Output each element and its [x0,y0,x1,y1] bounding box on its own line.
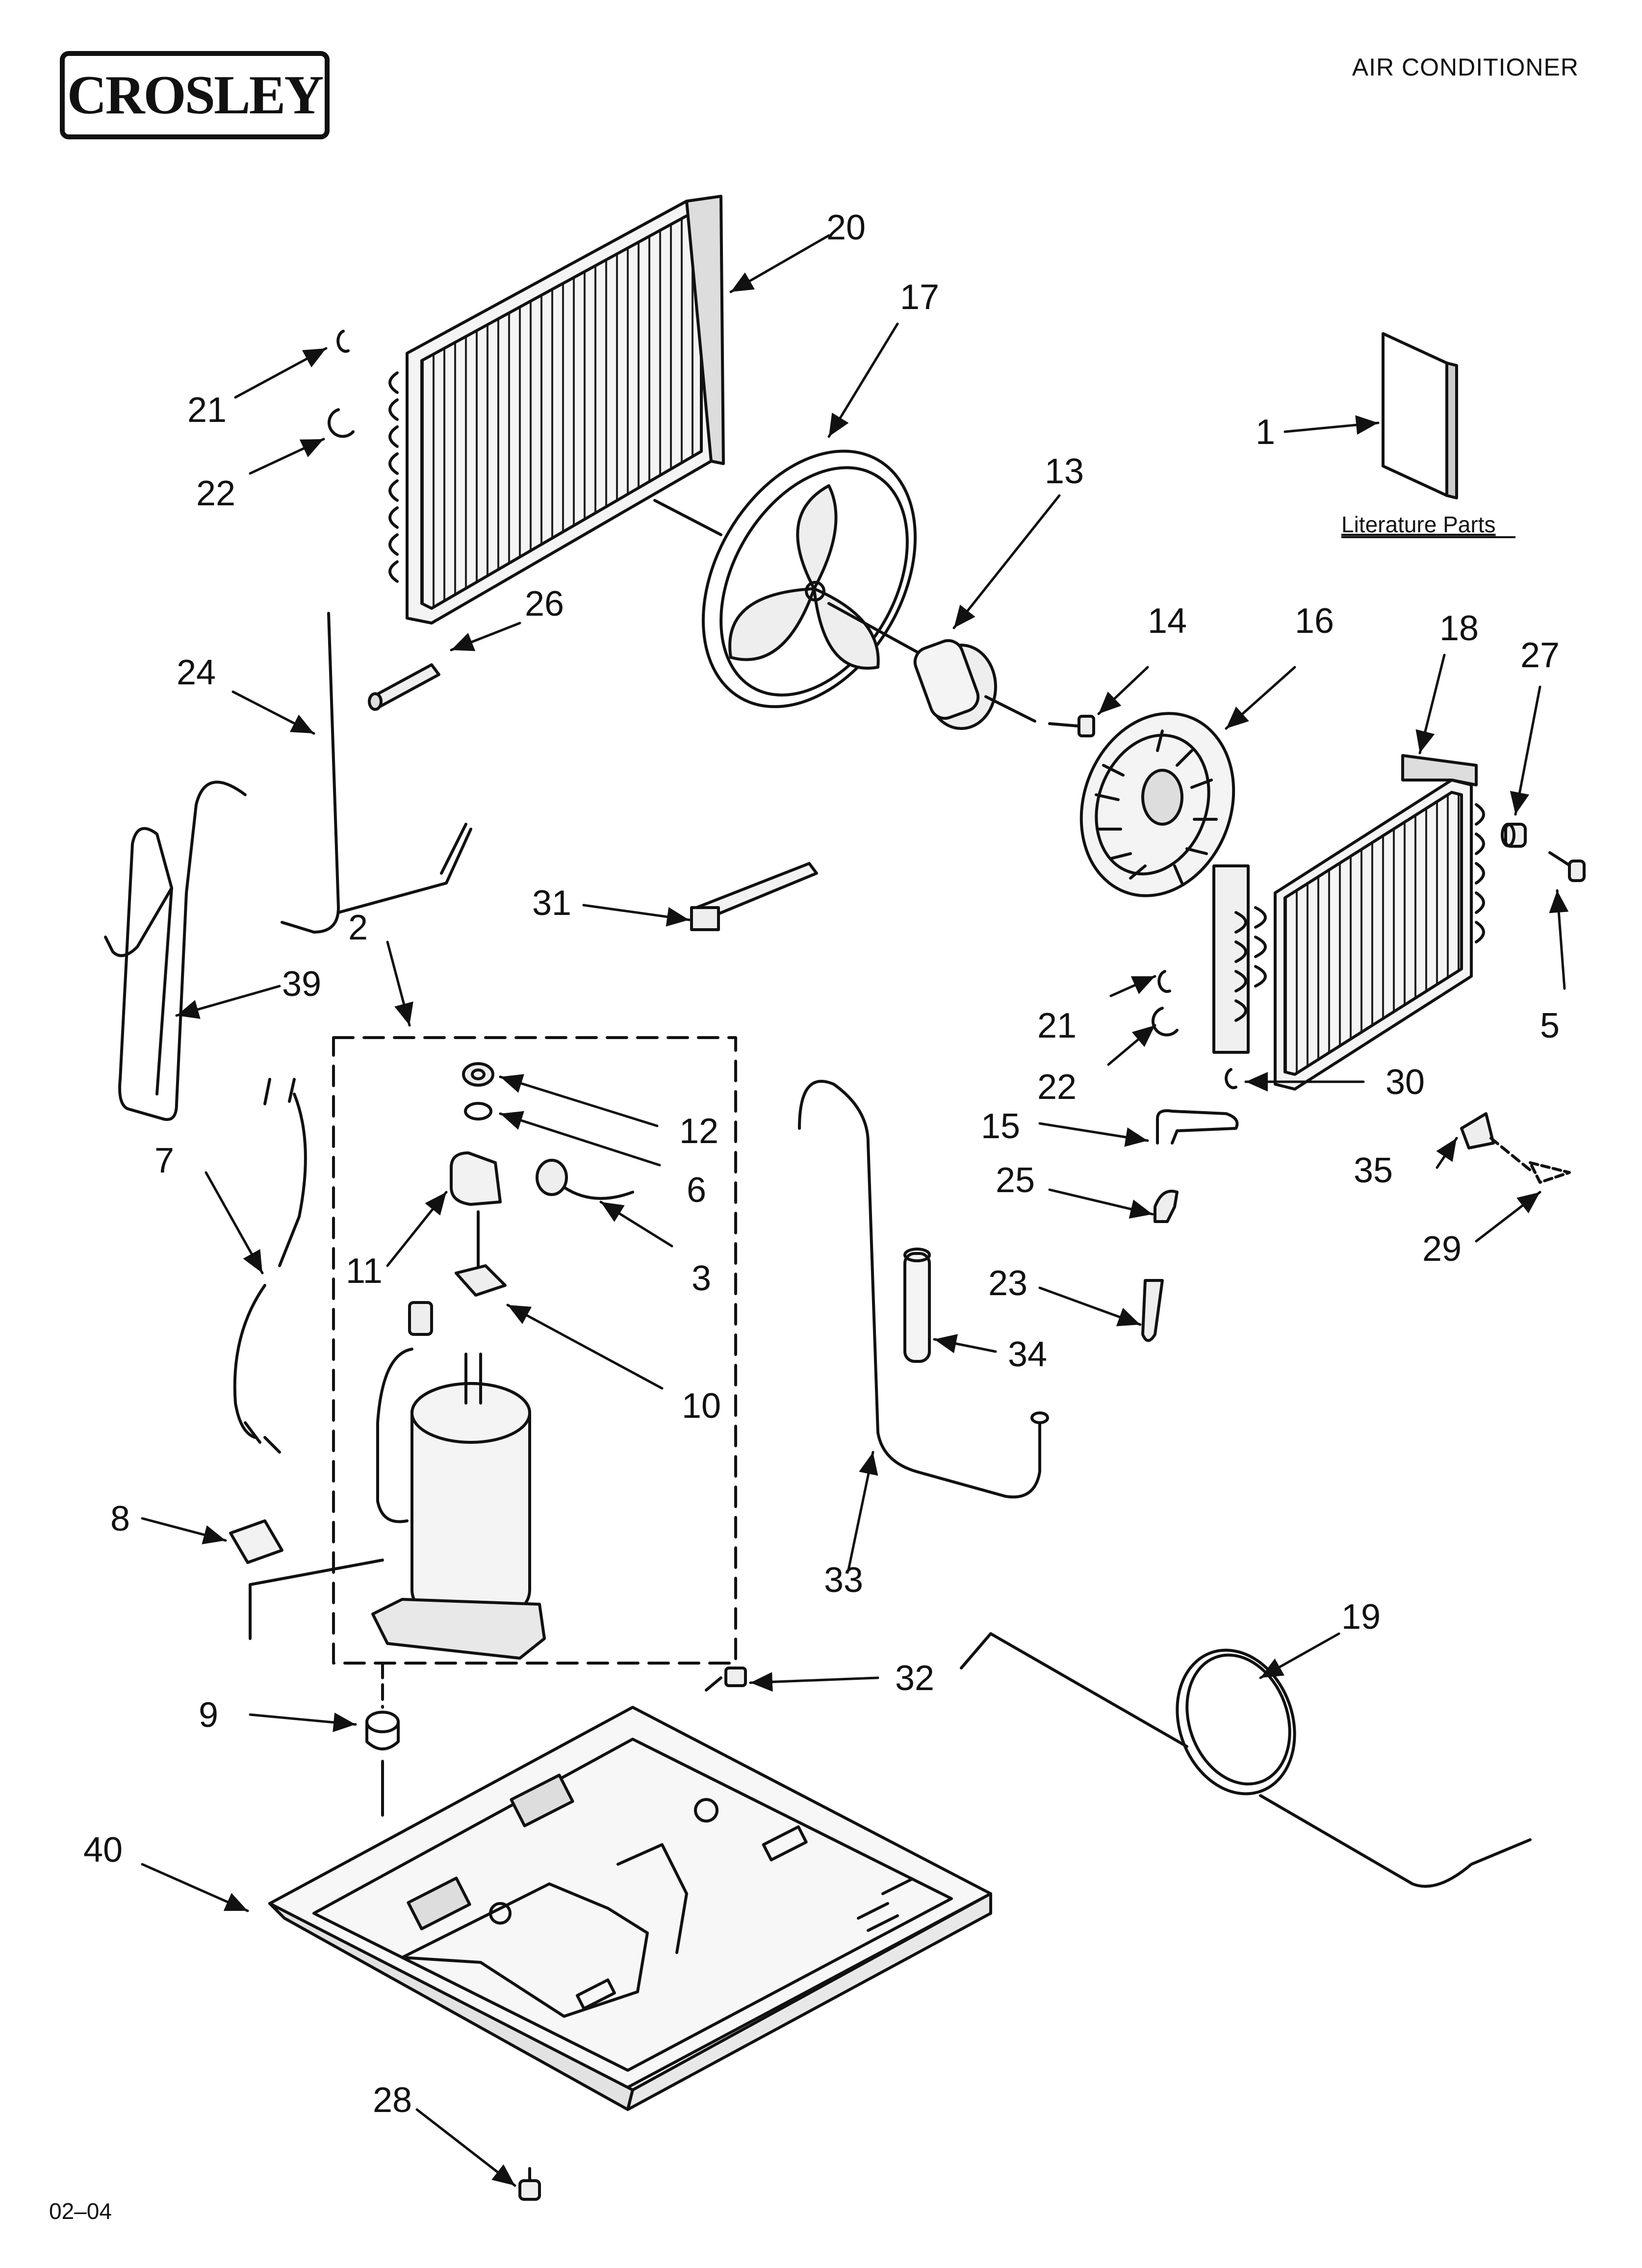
callout-26: 26 [525,584,564,624]
callout-34: 34 [1008,1335,1047,1374]
callout-23: 23 [988,1264,1027,1303]
callout-labels: 20 17 21 22 1 13 14 16 18 27 5 24 26 31 … [83,208,1560,2120]
wire-harness [233,1078,307,1454]
fitting-25 [1154,1190,1179,1223]
callout-15: 15 [981,1107,1020,1146]
page-title: AIR CONDITIONER [1352,53,1579,81]
callout-22-lower: 22 [1037,1068,1077,1107]
condenser-return-bends [388,371,399,583]
screw-32 [705,1667,747,1692]
callout-27: 27 [1520,636,1560,675]
callout-19: 19 [1341,1597,1381,1637]
callout-11: 11 [346,1251,383,1291]
clip-21-upper [336,330,350,353]
compressor-assembly-box [332,1036,737,1665]
screw-28 [518,2167,541,2201]
fitting-23 [1141,1279,1164,1342]
screw-5 [1548,851,1586,882]
callout-10: 10 [682,1386,721,1426]
callout-33: 33 [824,1561,863,1600]
base-pan [268,1706,992,2111]
compressor-washer [464,1102,492,1121]
callout-35: 35 [1354,1151,1393,1190]
clip-22-lower [1151,1007,1179,1037]
callout-18: 18 [1439,609,1479,648]
brand-logo: CROSLEY [60,51,330,139]
footer-code: 02–04 [49,2198,112,2224]
callout-21-upper: 21 [187,391,227,430]
insulation-tube [903,1248,931,1363]
clip-22-upper [327,408,355,438]
fan-motor [827,602,1036,730]
callout-14: 14 [1148,601,1187,641]
capillary-tube [960,1632,1532,1888]
callout-12: 12 [679,1112,718,1151]
literature-parts-booklet [1382,332,1458,499]
callout-30: 30 [1385,1063,1425,1102]
evaporator-coil [1212,754,1485,1091]
callout-16: 16 [1295,601,1334,641]
suction-tube [798,1080,1049,1499]
callout-8: 7 [154,1141,174,1180]
callout-21-lower: 21 [1037,1006,1077,1045]
terminal-cover [450,1151,502,1206]
callout-17: 17 [900,278,939,317]
condenser-coil [388,195,725,625]
blower-wheel [1079,712,1235,897]
callout-24: 24 [177,653,216,692]
tube-assembly [104,781,247,1121]
callout-31: 31 [532,884,571,923]
callout-40: 40 [83,1830,123,1870]
callout-22-upper: 22 [196,474,235,513]
callout-25: 25 [996,1161,1035,1200]
grommet [365,1711,400,1750]
callout-13: 13 [1045,452,1084,491]
callout-1: 1 [1256,413,1275,452]
callout-9: 8 [110,1499,130,1538]
ground-bracket [229,1519,384,1640]
callout-5: 5 [1540,1006,1560,1045]
callout-2: 2 [348,908,368,947]
condenser-fan [653,449,917,708]
setscrew [1048,715,1095,737]
callout-32: 32 [895,1659,934,1698]
tube-15 [1156,1109,1239,1145]
clip-30 [1225,1068,1237,1090]
brand-logo-text: CROSLEY [67,64,324,126]
clip-21-lower [1157,970,1171,993]
compressor-nut [462,1062,494,1087]
leader-lines [141,234,1569,2187]
overload [536,1159,634,1200]
callout-7: 9 [199,1695,218,1735]
valve-core [368,663,440,711]
drain-tube [281,612,472,934]
bracket-35 [1460,1112,1495,1149]
cable-tie [690,862,818,931]
clip-10 [455,1264,507,1297]
nut-fastener [1501,823,1527,848]
callout-3: 3 [692,1259,711,1298]
callout-20: 20 [826,208,866,247]
literature-caption: Literature Parts [1341,512,1495,537]
clip-29 [1529,1161,1571,1184]
callout-29: 29 [1422,1229,1462,1269]
callout-39: 39 [282,965,321,1004]
compressor [371,1301,546,1660]
callout-6: 6 [687,1171,706,1210]
callout-28: 28 [373,2081,412,2120]
